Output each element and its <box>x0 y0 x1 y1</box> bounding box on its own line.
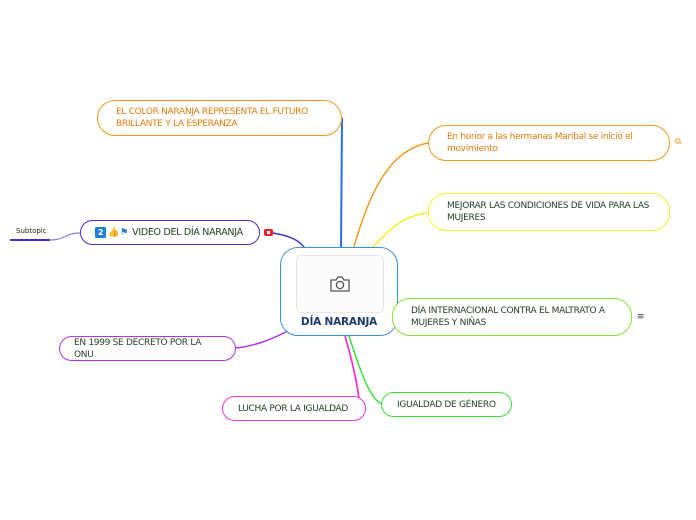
topic-image <box>296 255 384 313</box>
youtube-icon[interactable] <box>264 229 273 236</box>
node-mejorar-condiciones[interactable]: MEJORAR LAS CONDICIONES DE VIDA PARA LAS… <box>428 193 670 231</box>
link-mejorar <box>369 212 429 251</box>
node-igualdad-genero[interactable]: IGUALDAD DE GÉNERO <box>381 392 512 417</box>
node-label: LUCHA POR LA IGUALDAD <box>238 403 349 414</box>
node-dia-internacional[interactable]: DÍA INTERNACIONAL CONTRA EL MALTRATO A M… <box>392 298 632 336</box>
priority-badge: 2 <box>95 227 106 238</box>
link-subtopic <box>49 232 81 241</box>
node-lucha-igualdad[interactable]: LUCHA POR LA IGUALDAD <box>222 396 366 421</box>
link-igualdad <box>348 335 383 405</box>
node-label: MEJORAR LAS CONDICIONES DE VIDA PARA LAS… <box>447 201 650 223</box>
central-topic-title: DÍA NARANJA <box>300 316 378 328</box>
notes-icon[interactable]: ≡ <box>637 312 645 322</box>
link-onu <box>235 329 291 349</box>
node-label: EL COLOR NARANJA REPRESENTA EL FUTURO BR… <box>116 107 308 129</box>
node-label: VIDEO DEL DÍA NARANJA <box>132 226 243 238</box>
node-label: EN 1999 SE DECRETÓ POR LA ONU <box>74 337 202 360</box>
subtopic-label[interactable]: Subtopic <box>16 227 47 235</box>
link-color <box>340 117 343 251</box>
node-label: IGUALDAD DE GÉNERO <box>397 399 496 410</box>
thumbs-up-icon: 👍 <box>108 227 119 238</box>
node-label: En honor a las hermanas Maribal se inici… <box>447 132 633 154</box>
external-link-icon[interactable]: ⧉ <box>675 137 682 147</box>
node-hermanas-maribal[interactable]: En honor a las hermanas Maribal se inici… <box>428 125 670 161</box>
flag-icon: ⚑ <box>119 226 129 238</box>
node-1999-onu[interactable]: EN 1999 SE DECRETÓ POR LA ONU <box>59 336 236 361</box>
node-label: DÍA INTERNACIONAL CONTRA EL MALTRATO A M… <box>411 306 605 328</box>
node-color-naranja[interactable]: EL COLOR NARANJA REPRESENTA EL FUTURO BR… <box>97 100 342 136</box>
node-video[interactable]: 2 👍 ⚑ VIDEO DEL DÍA NARANJA <box>80 220 260 245</box>
link-honor <box>352 142 429 251</box>
subtopic-underline <box>10 239 50 241</box>
camera-icon <box>330 276 350 292</box>
central-topic[interactable]: DÍA NARANJA <box>280 247 398 336</box>
